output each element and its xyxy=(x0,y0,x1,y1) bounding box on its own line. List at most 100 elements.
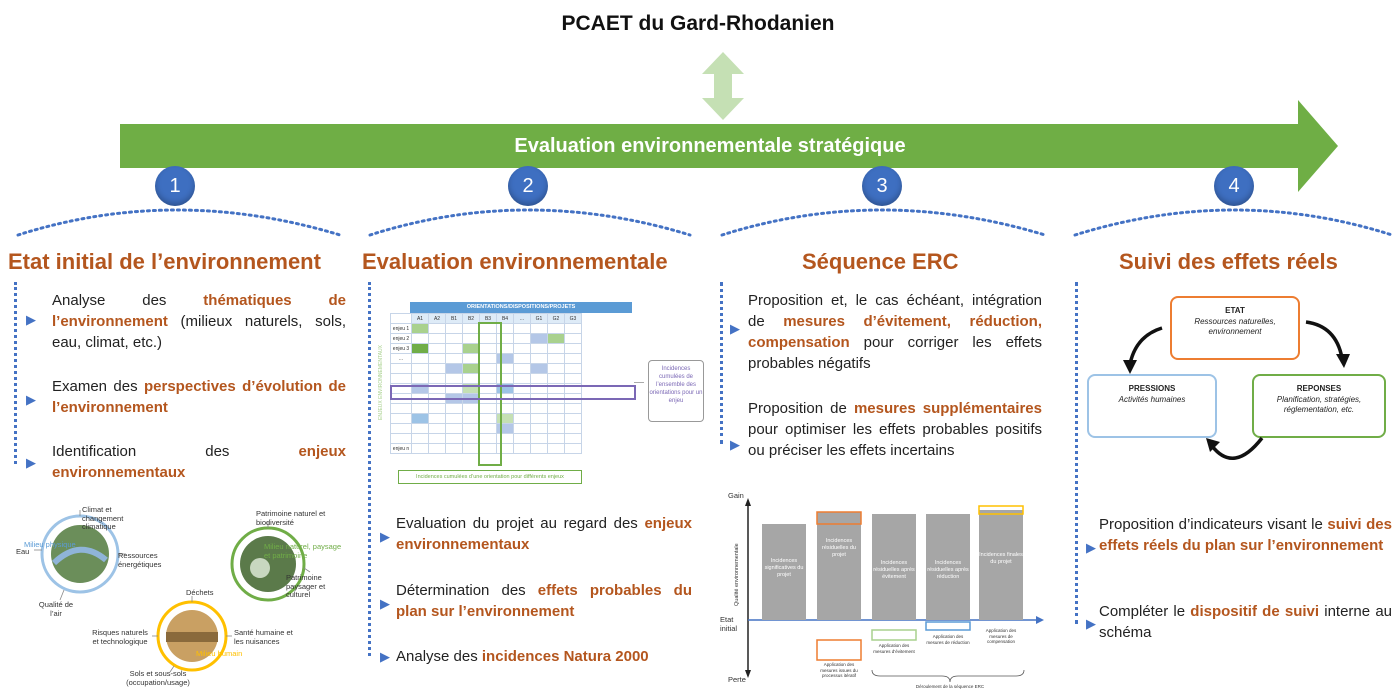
col3-paragraph-2: Proposition de mesures supplémentaires p… xyxy=(748,400,1042,459)
matrix-cell xyxy=(428,323,446,334)
matrix-row-highlight xyxy=(390,385,636,400)
matrix-cell xyxy=(564,343,582,354)
label-qualite-air: Qualité de l’air xyxy=(38,600,74,618)
cycle-arrow-icon xyxy=(1123,360,1137,374)
step-4-badge: 4 xyxy=(1214,166,1254,206)
matrix-header: ORIENTATIONS/DISPOSITIONS/PROJETS xyxy=(410,302,632,313)
matrix-cell xyxy=(428,413,446,424)
label-ressources: Ressources énergétiques xyxy=(118,551,162,569)
pressions-box: PRESSIONS Activités humaines xyxy=(1087,374,1217,438)
matrix-cell xyxy=(428,373,446,384)
matrix-cell xyxy=(428,433,446,444)
matrix-row-header xyxy=(390,373,412,384)
matrix-corner xyxy=(390,313,412,324)
col1-dotted-line xyxy=(14,282,17,464)
matrix-row-header xyxy=(390,363,412,374)
label-climat: Climat et changement climatique xyxy=(82,505,124,531)
matrix-cell xyxy=(411,333,429,344)
matrix-cell xyxy=(530,413,548,424)
matrix-cell xyxy=(564,433,582,444)
matrix-cell xyxy=(564,403,582,414)
matrix-cell xyxy=(428,443,446,454)
matrix-cell xyxy=(411,323,429,334)
matrix-cell xyxy=(530,433,548,444)
matrix-cell xyxy=(564,333,582,344)
matrix-cell xyxy=(462,443,480,454)
col3-dotted-line xyxy=(720,282,723,444)
environment-wheel-diagram xyxy=(34,510,311,673)
matrix-cell xyxy=(513,323,531,334)
chart-note-1: Application des mesures issues du proces… xyxy=(820,662,858,678)
matrix-cell xyxy=(564,373,582,384)
matrix-col-header: A1 xyxy=(411,313,429,324)
matrix-cell xyxy=(547,363,565,374)
col4-paragraph-2: Compléter le dispositif de suivi interne… xyxy=(1099,603,1393,641)
matrix-cell xyxy=(564,423,582,434)
bullet-arrow-icon: ▶ xyxy=(380,649,390,664)
page-title: PCAET du Gard-Rhodanien xyxy=(561,12,835,35)
label-risques: Risques naturels et technologique xyxy=(92,628,148,646)
matrix-cell xyxy=(445,363,463,374)
matrix-cell xyxy=(564,353,582,364)
chart-y-axis-label: Qualité environnementale xyxy=(734,543,740,606)
bar-label-2: Incidences résiduelles du projet xyxy=(822,538,856,558)
matrix-cell xyxy=(411,373,429,384)
matrix-cell xyxy=(547,433,565,444)
label-sols: Sols et sous-sols (occupation/usage) xyxy=(126,669,190,687)
matrix-row-header xyxy=(390,433,412,444)
col4-title: Suivi des effets réels xyxy=(1119,249,1338,274)
matrix-cell xyxy=(513,423,531,434)
col1-paragraph-1: Analyse des thématiques de l’environneme… xyxy=(52,292,346,351)
matrix-cell xyxy=(462,433,480,444)
matrix-row-header: enjeu 3 xyxy=(390,343,412,354)
matrix-cell xyxy=(411,363,429,374)
bullet-arrow-icon: ▶ xyxy=(730,437,740,452)
matrix-cell xyxy=(530,323,548,334)
label-sante: Santé humaine et les nuisances xyxy=(234,628,293,646)
matrix-cell xyxy=(445,403,463,414)
matrix-cell xyxy=(547,423,565,434)
bullet-arrow-icon: ▶ xyxy=(26,455,36,470)
matrix-cell xyxy=(462,353,480,364)
process-band xyxy=(120,124,1300,168)
matrix-cell xyxy=(547,443,565,454)
matrix-row-header: enjeu 2 xyxy=(390,333,412,344)
matrix-col-header: A2 xyxy=(428,313,446,324)
col4-dotted-line xyxy=(1075,282,1078,624)
matrix-side-label: ENJEUX ENVIRONNEMENTAUX xyxy=(378,345,384,420)
matrix-cell xyxy=(547,353,565,364)
col1-paragraph-3: Identification des enjeux environnementa… xyxy=(52,443,346,481)
matrix-row: enjeu 2 xyxy=(390,333,582,344)
double-arrow-icon xyxy=(702,52,744,120)
matrix-cell xyxy=(530,333,548,344)
matrix-cell xyxy=(411,343,429,354)
matrix-cell xyxy=(411,433,429,444)
bar-label-3: Incidences résiduelles après évitement xyxy=(873,560,915,580)
chart-perte-label: Perte xyxy=(728,675,746,684)
matrix-cell xyxy=(547,343,565,354)
matrix-col-header: G2 xyxy=(547,313,565,324)
matrix-cell xyxy=(462,373,480,384)
matrix-cell xyxy=(462,363,480,374)
bar-apres-evitement xyxy=(872,514,916,620)
bar-label-1: Incidences significatives du projet xyxy=(764,558,804,578)
chart-note-2: Application des mesures d’évitement xyxy=(873,643,915,654)
col2-paragraph-1: Evaluation du projet au regard des enjeu… xyxy=(396,515,692,553)
matrix-row-header xyxy=(390,413,412,424)
chart-footer: Déroulement de la séquence ERC xyxy=(915,684,985,689)
matrix-cell xyxy=(428,403,446,414)
bullet-arrow-icon: ▶ xyxy=(730,321,740,336)
matrix-cell xyxy=(564,413,582,424)
matrix-cell xyxy=(428,363,446,374)
matrix-cell xyxy=(513,363,531,374)
bullet-arrow-icon: ▶ xyxy=(1086,616,1096,631)
col3-title: Séquence ERC xyxy=(802,249,959,274)
matrix-col-header: G3 xyxy=(564,313,582,324)
matrix-cell xyxy=(462,413,480,424)
label-milieu-naturel: Milieu naturel, paysage et patrimoine xyxy=(264,542,342,560)
matrix-cell xyxy=(513,333,531,344)
arrow-head-icon xyxy=(1298,100,1338,192)
matrix-cell xyxy=(445,433,463,444)
step-3-badge: 3 xyxy=(862,166,902,206)
